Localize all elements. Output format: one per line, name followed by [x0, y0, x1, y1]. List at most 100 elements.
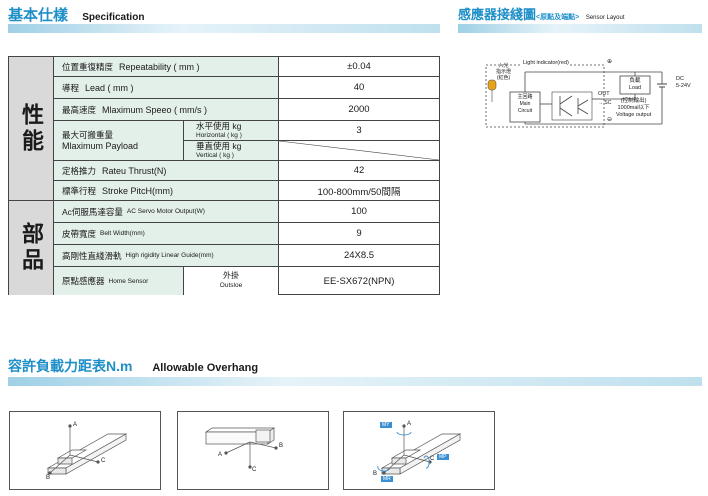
payload-label-zh: 最大可搬重量	[62, 129, 114, 140]
out-sub-label: → SC	[598, 100, 612, 106]
row-label-en: High rigidity Linear Guide(mm)	[125, 252, 214, 259]
sensor-title-en: Sensor Layout	[585, 15, 625, 21]
dc-line2: 5-24V	[676, 83, 691, 89]
in-light-line2: 指示燈	[496, 69, 512, 75]
table-row: 位置重復精度 Repeatability ( mm ) ±0.04	[54, 57, 439, 77]
row-label-zh: 導程	[62, 82, 80, 93]
row-label-en: Mlaximum Speeo ( mm/s )	[102, 104, 208, 115]
overhang-title-en: Allowable Overhang	[152, 362, 259, 374]
row-value: 9	[356, 228, 362, 239]
row-mid-zh: 外掛	[223, 271, 239, 280]
point-a-label: A	[73, 422, 78, 428]
payload-values: 3	[279, 121, 439, 160]
overhang-title-bar	[8, 377, 702, 386]
payload-sub-labels: 水平使用 kg Horizontal ( kg ) 垂直使用 kg Vertic…	[184, 121, 279, 160]
row-value: EE-SX672(NPN)	[323, 275, 395, 287]
payload-horizontal-value: 3	[279, 121, 439, 141]
point-c-label: C	[101, 458, 106, 464]
main-circuit-en2: Circuit	[517, 108, 533, 114]
payload-label-en: Mlaximum Payload	[62, 140, 139, 151]
control-output-line1: (控制輸出)	[620, 98, 647, 104]
dc-label: DC 5-24V	[676, 76, 691, 90]
spec-table: 性能 部品 位置重復精度 Repeatability ( mm ) ±0.04 導…	[8, 56, 440, 295]
payload-vertical-label: 垂直使用 kg Vertical ( kg )	[184, 141, 278, 160]
table-row: 定格推力 Rateu Thrust(N) 42	[54, 161, 439, 181]
dc-line1: DC	[676, 76, 684, 82]
row-mid-en: Outsloe	[219, 282, 243, 289]
row-mid-label: 外掛 Outsloe	[184, 267, 279, 295]
point-b-label: B	[279, 443, 284, 449]
row-label-zh: 皮帶寬度	[62, 228, 97, 239]
actuator-horizontal-drawing	[46, 424, 128, 475]
row-label-en: Rateu Thrust(N)	[102, 165, 167, 176]
in-light-line3: (紅色)	[496, 75, 511, 81]
row-label-en: Stroke PitcH(mm)	[102, 185, 174, 196]
sensor-title-sub: <原點及端點>	[536, 14, 580, 21]
row-label-en: Home Sensor	[108, 277, 149, 285]
light-indicator-label: Light indicator(red)	[522, 60, 570, 66]
sensor-title-zh: 感應器接綫圖	[458, 7, 537, 22]
main-circuit-label: 主回路 Main Circuit	[511, 94, 539, 115]
row-label-en: Belt Width(mm)	[100, 230, 145, 237]
in-light-line1: 入光	[498, 63, 509, 69]
in-light-label: 入光 指示燈 (紅色)	[496, 63, 511, 81]
vertical-zh: 垂直使用 kg	[196, 140, 242, 151]
spec-title-en: Specification	[82, 12, 145, 23]
table-row: 最高速度 Mlaximum Speeo ( mm/s ) 2000	[54, 99, 439, 121]
plus-terminal-icon: ⊕	[607, 59, 613, 65]
category-components-char: 部品	[19, 222, 44, 274]
vertical-en: Vertical ( kg )	[196, 151, 234, 159]
row-value: ±0.04	[347, 61, 371, 72]
row-label-zh: 高剛性直綫滑軌	[62, 250, 122, 261]
row-value: 42	[353, 165, 365, 176]
load-label: 負載 Load	[621, 78, 649, 92]
overhang-diagram-moments: MY A C MP B MR	[343, 411, 495, 490]
payload-row: 最大可搬重量 Mlaximum Payload 水平使用 kg Horizont…	[54, 121, 439, 161]
load-zh: 負載	[629, 78, 641, 84]
control-output-line2: 1000mal以下	[617, 105, 650, 111]
sensor-title: 感應器接綫圖<原點及端點> Sensor Layout	[458, 4, 625, 23]
payload-horizontal-label: 水平使用 kg Horizontal ( kg )	[184, 121, 278, 141]
row-label-zh: 標準行程	[62, 185, 97, 196]
moment-mp-tag: MP	[437, 454, 449, 460]
row-label-zh: 定格推力	[62, 165, 97, 176]
main-circuit-zh: 主回路	[517, 94, 533, 100]
out-label: OUT	[598, 91, 610, 97]
minus-terminal-icon: ⊖	[607, 117, 613, 123]
point-c-label: C	[430, 456, 435, 462]
row-value: 2000	[348, 104, 370, 115]
moment-mr-tag: MR	[381, 476, 393, 482]
row-label-zh: Ac伺服馬達容量	[62, 206, 123, 217]
row-label-zh: 最高速度	[62, 104, 97, 115]
category-performance: 性能	[9, 57, 54, 201]
overhang-diagram-side: B A C	[177, 411, 329, 490]
row-label-en: Repeatability ( mm )	[119, 61, 200, 72]
spec-title: 基本仕樣 Specification	[8, 4, 144, 25]
horizontal-en: Horizontal ( kg )	[196, 131, 242, 139]
point-b-label: B	[373, 471, 378, 477]
point-a-label: A	[218, 452, 223, 458]
not-applicable-slash	[279, 141, 439, 160]
main-circuit-en1: Main	[519, 101, 531, 107]
point-a-label: A	[407, 421, 412, 427]
row-label: 標準行程 Stroke PitcH(mm)	[54, 181, 279, 200]
row-label-zh: 原點感應器	[62, 276, 105, 286]
spec-title-zh: 基本仕樣	[8, 7, 69, 24]
actuator-moments-drawing	[377, 424, 462, 475]
category-performance-char: 性能	[19, 102, 44, 155]
load-en: Load	[628, 85, 642, 91]
control-output-line3: Voltage output	[616, 112, 652, 118]
overhang-title: 容許負載力距表N.m Allowable Overhang	[8, 356, 258, 376]
row-label-zh: 位置重復精度	[62, 61, 114, 72]
payload-vertical-value	[279, 141, 439, 160]
actuator-side-drawing	[204, 427, 278, 469]
